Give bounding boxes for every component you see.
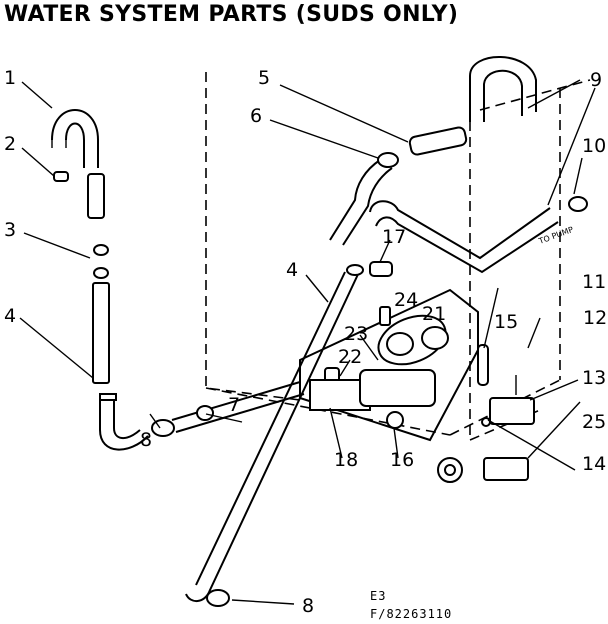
callout-22: 22: [338, 346, 362, 368]
part-17: [369, 261, 393, 277]
callout-9-top: 9: [590, 69, 602, 91]
callout-21: 21: [422, 303, 446, 325]
clamp-part-2: [53, 171, 69, 182]
callout-23: 23: [344, 323, 368, 345]
callout-8-bottom: 8: [302, 595, 314, 617]
callout-11: 11: [582, 271, 606, 293]
callout-1: 1: [4, 67, 16, 89]
footer-part-number: F/82263110: [370, 607, 452, 621]
callout-18: 18: [334, 449, 358, 471]
callout-3: 3: [4, 219, 16, 241]
callout-13: 13: [582, 367, 606, 389]
pump-hose: [369, 196, 588, 274]
callout-25: 25: [582, 411, 606, 433]
callout-5: 5: [258, 67, 270, 89]
part-16: [386, 411, 404, 429]
clamp-part-3: [93, 244, 109, 256]
callout-16: 16: [390, 449, 414, 471]
callout-6: 6: [250, 105, 262, 127]
leader-lines: [19, 79, 596, 605]
part-14: [481, 417, 491, 427]
left-hose-assembly: [51, 109, 305, 451]
callout-7: 7: [228, 394, 240, 416]
part-25: [483, 457, 529, 481]
footer-code: E3: [370, 589, 386, 603]
callout-2: 2: [4, 133, 16, 155]
callout-12: 12: [583, 307, 607, 329]
screw-part-11: [477, 344, 489, 386]
callout-17: 17: [382, 226, 406, 248]
callout-14: 14: [582, 453, 606, 475]
diagonal-hose: [185, 264, 364, 607]
callout-4-right: 4: [286, 259, 298, 281]
callout-24: 24: [394, 289, 418, 311]
to-pump-label: TO PUMP: [537, 225, 575, 246]
callout-15: 15: [494, 311, 518, 333]
callout-4-left: 4: [4, 305, 16, 327]
callout-8-left: 8: [140, 429, 152, 451]
mounting-plate: [299, 261, 535, 483]
top-hoses: [329, 56, 537, 246]
connector-part-7: [196, 405, 214, 421]
clamp-part-10: [568, 196, 588, 212]
hose-part-5: [408, 126, 468, 156]
valve-body-part-18: [309, 379, 371, 411]
callout-10: 10: [582, 135, 606, 157]
screw-part-24: [379, 306, 391, 326]
diagram-title: WATER SYSTEM PARTS (SUDS ONLY): [4, 2, 459, 27]
valve-part-13: [489, 397, 535, 425]
clamp-part-8-lower: [206, 589, 230, 607]
